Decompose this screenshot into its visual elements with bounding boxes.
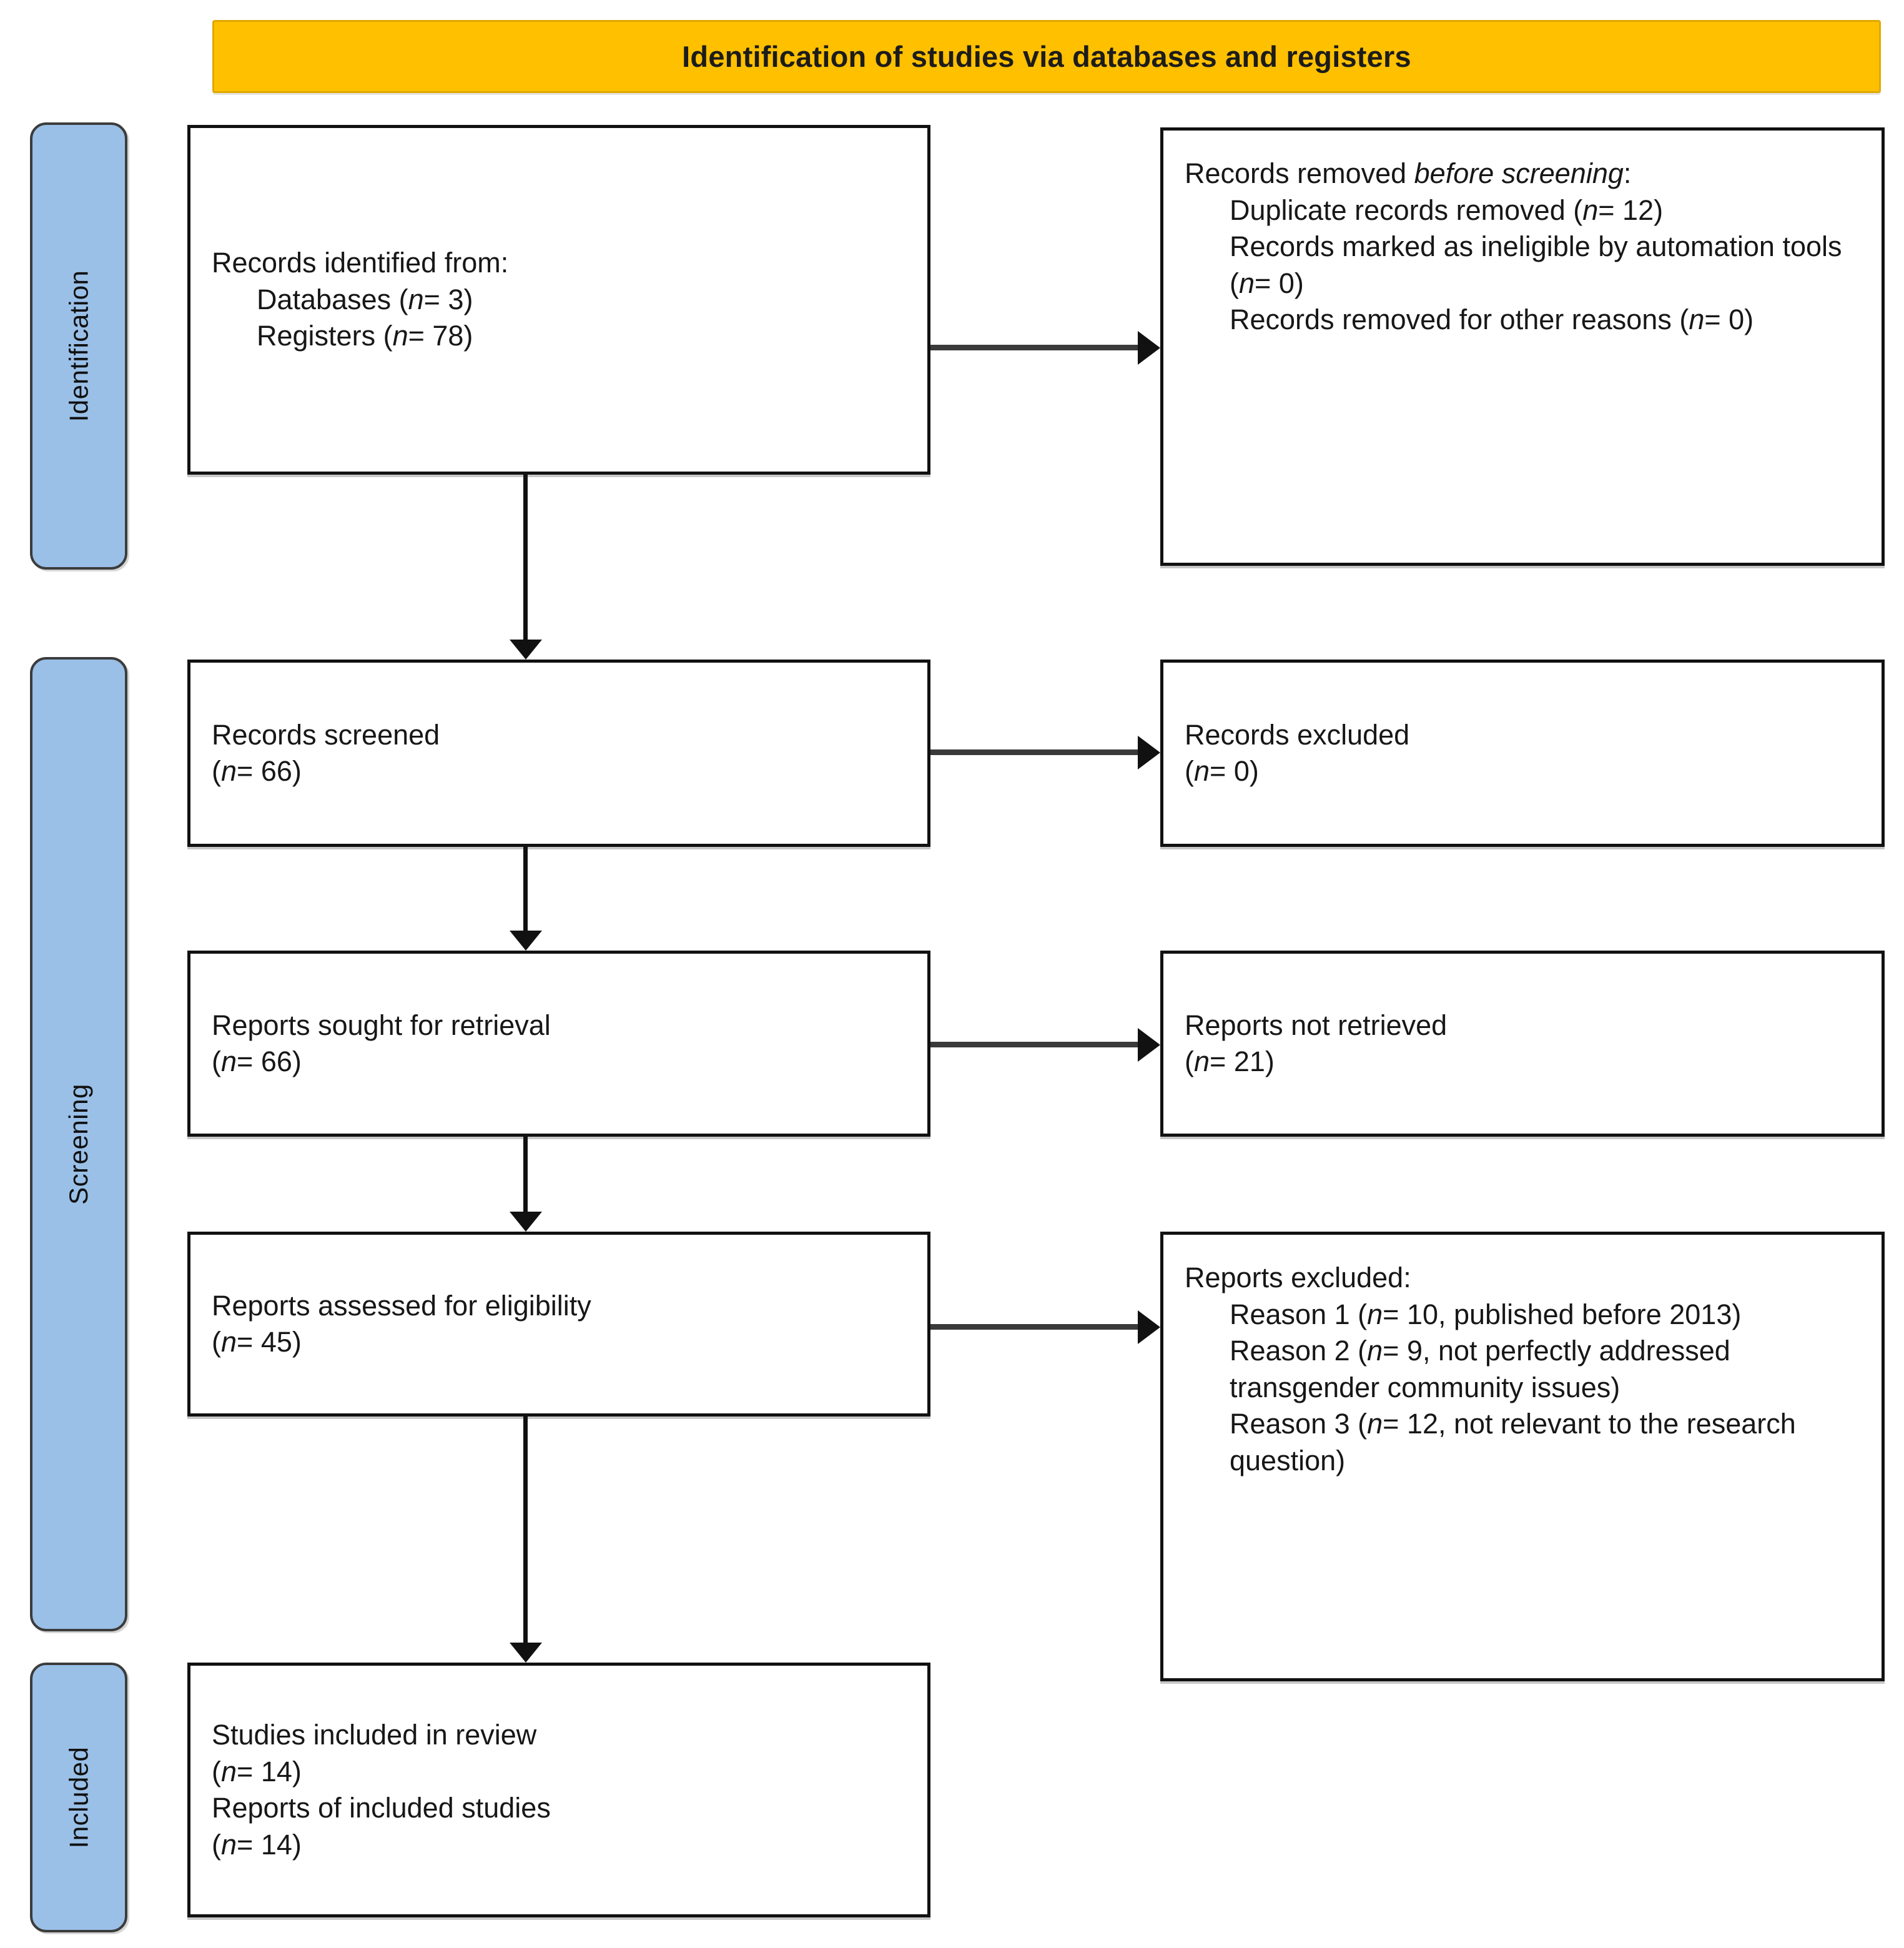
italic-n: n bbox=[1239, 267, 1255, 299]
box-records-removed-before-screening: Records removed before screening: Duplic… bbox=[1160, 127, 1885, 566]
italic-n: n bbox=[1582, 194, 1599, 226]
records-identified-databases: Databases (n= 3) bbox=[257, 283, 473, 315]
records-excluded-count: (n= 0) bbox=[1185, 755, 1259, 787]
italic-n: n bbox=[1367, 1408, 1383, 1440]
records-identified-registers: Registers (n= 78) bbox=[257, 320, 473, 352]
reports-not-retrieved-title: Reports not retrieved bbox=[1185, 1009, 1448, 1041]
arrow-assessed-to-included bbox=[523, 1417, 528, 1644]
reports-not-retrieved-count: (n= 21) bbox=[1185, 1046, 1275, 1077]
italic-n: n bbox=[221, 1828, 237, 1861]
italic-n: n bbox=[221, 1046, 237, 1077]
italic-n: n bbox=[1367, 1298, 1383, 1330]
phase-tab-screening-label: Screening bbox=[64, 1084, 93, 1205]
phase-tab-identification: Identification bbox=[30, 122, 127, 570]
italic-n: n bbox=[221, 1755, 237, 1787]
reports-excluded-title: Reports excluded: bbox=[1185, 1262, 1411, 1293]
italic-n: n bbox=[1367, 1335, 1383, 1367]
records-identified-title: Records identified from: bbox=[212, 247, 509, 279]
reports-excluded-reason-3: Reason 3 (n= 12, not relevant to the res… bbox=[1230, 1408, 1796, 1476]
box-reports-assessed-for-eligibility: Reports assessed for eligibility (n= 45) bbox=[187, 1232, 930, 1417]
italic-n: n bbox=[221, 755, 237, 787]
reports-assessed-count: (n= 45) bbox=[212, 1326, 302, 1358]
arrow-identified-to-removed-before-screening bbox=[930, 345, 1139, 350]
reports-included-count: (n= 14) bbox=[212, 1828, 302, 1861]
diagram-title: Identification of studies via databases … bbox=[682, 40, 1411, 73]
studies-included-title: Studies included in review bbox=[212, 1719, 537, 1751]
italic-n: n bbox=[1689, 304, 1705, 335]
box-reports-excluded: Reports excluded: Reason 1 (n= 10, publi… bbox=[1160, 1232, 1885, 1681]
records-excluded-title: Records excluded bbox=[1185, 718, 1410, 751]
italic-n: n bbox=[392, 320, 408, 352]
box-reports-not-retrieved: Reports not retrieved (n= 21) bbox=[1160, 951, 1885, 1137]
phase-tab-included: Included bbox=[30, 1663, 127, 1932]
diagram-header-banner: Identification of studies via databases … bbox=[212, 20, 1881, 93]
italic-n: n bbox=[221, 1326, 237, 1358]
box-records-identified: Records identified from: Databases (n= 3… bbox=[187, 125, 930, 475]
reports-sought-count: (n= 66) bbox=[212, 1046, 302, 1077]
arrow-sought-to-not-retrieved bbox=[930, 1042, 1139, 1047]
records-screened-count: (n= 66) bbox=[212, 755, 302, 787]
arrow-sought-to-assessed bbox=[523, 1137, 528, 1213]
records-removed-title: Records removed before screening: bbox=[1185, 157, 1632, 189]
reports-excluded-reason-1: Reason 1 (n= 10, published before 2013) bbox=[1230, 1298, 1742, 1330]
reports-included-title: Reports of included studies bbox=[212, 1792, 551, 1824]
italic-n: n bbox=[1194, 1046, 1210, 1077]
records-removed-duplicates: Duplicate records removed (n= 12) bbox=[1230, 194, 1664, 226]
phase-tab-included-label: Included bbox=[64, 1746, 94, 1849]
box-records-excluded: Records excluded (n= 0) bbox=[1160, 660, 1885, 847]
records-screened-title: Records screened bbox=[212, 718, 440, 751]
reports-assessed-title: Reports assessed for eligibility bbox=[212, 1289, 591, 1322]
arrow-assessed-to-reports-excluded bbox=[930, 1324, 1139, 1330]
records-removed-other: Records removed for other reasons (n= 0) bbox=[1230, 304, 1754, 335]
phase-tab-identification-label: Identification bbox=[64, 270, 94, 422]
phase-tab-screening: Screening bbox=[30, 657, 127, 1631]
studies-included-count: (n= 14) bbox=[212, 1755, 302, 1787]
arrow-identified-to-screened bbox=[523, 475, 528, 641]
box-studies-included-in-review: Studies included in review (n= 14) Repor… bbox=[187, 1663, 930, 1917]
italic-n: n bbox=[408, 283, 424, 315]
italic-n: n bbox=[1194, 755, 1210, 787]
box-records-screened: Records screened (n= 66) bbox=[187, 660, 930, 847]
reports-sought-title: Reports sought for retrieval bbox=[212, 1009, 551, 1041]
box-reports-sought-for-retrieval: Reports sought for retrieval (n= 66) bbox=[187, 951, 930, 1137]
arrow-screened-to-excluded bbox=[930, 749, 1139, 755]
arrow-screened-to-sought bbox=[523, 847, 528, 932]
records-removed-automation: Records marked as ineligible by automati… bbox=[1230, 230, 1842, 299]
reports-excluded-reason-2: Reason 2 (n= 9, not perfectly addressed … bbox=[1230, 1335, 1730, 1403]
